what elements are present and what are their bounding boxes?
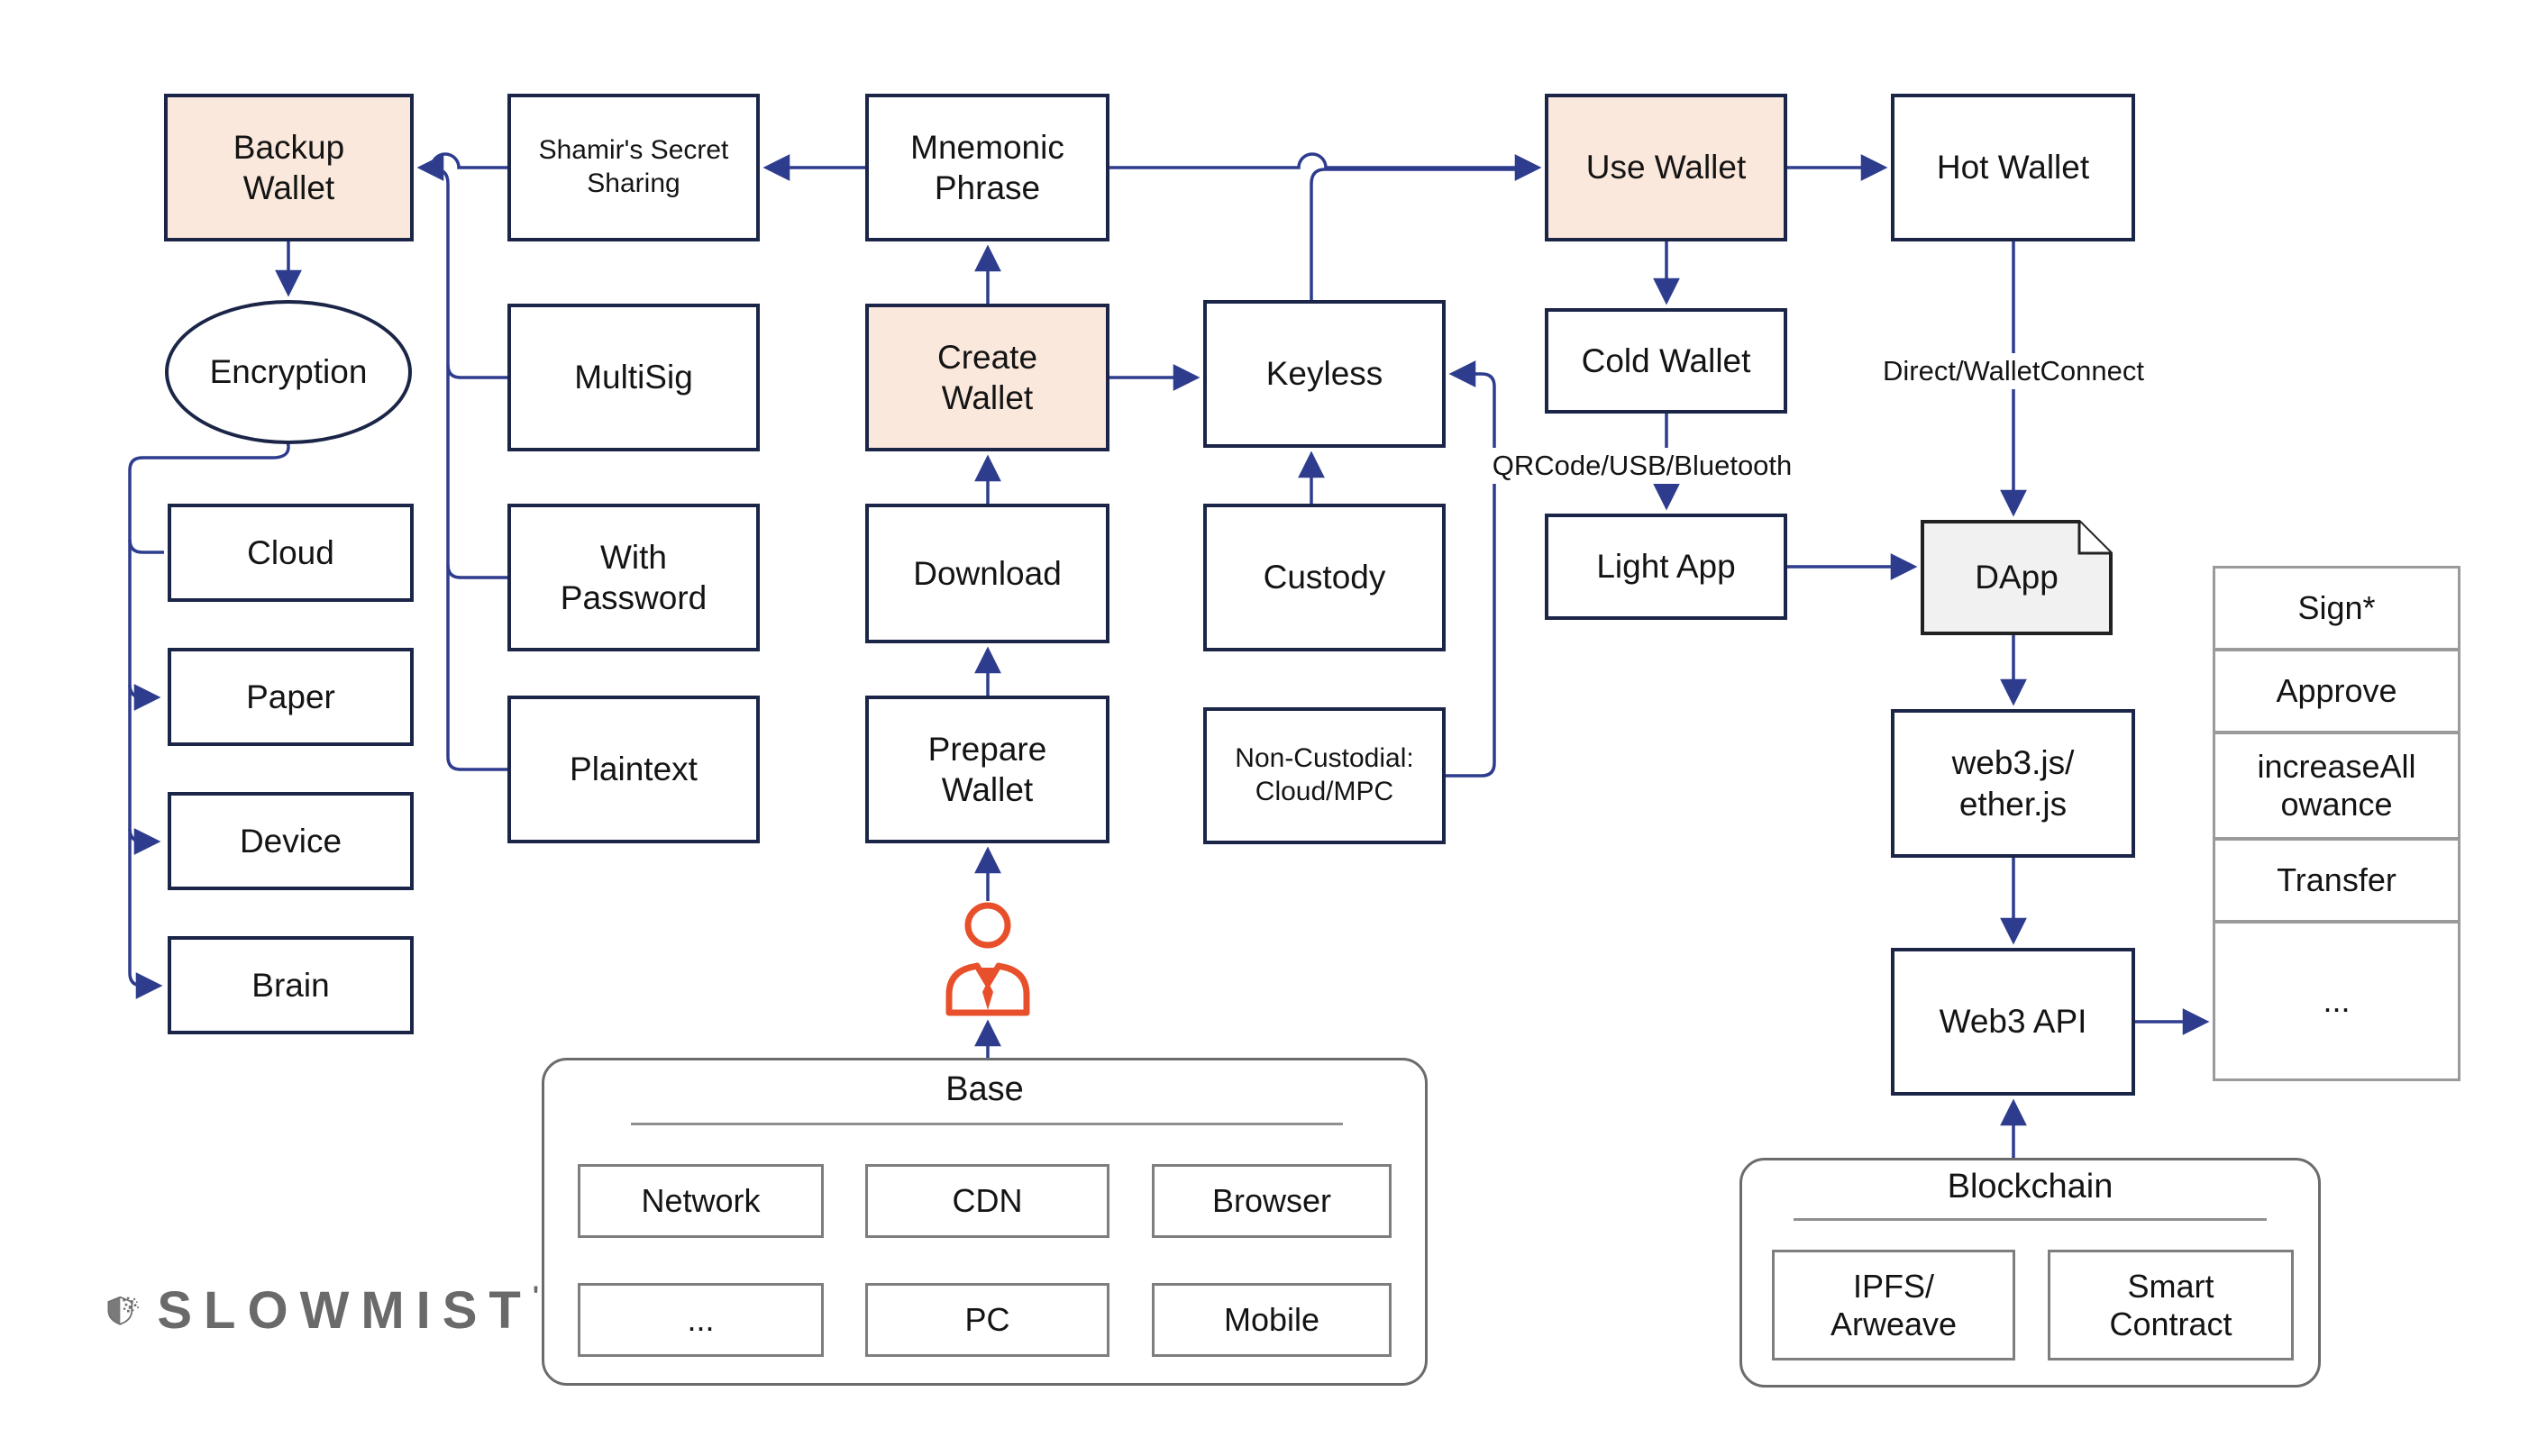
person-icon [945,902,1030,1016]
node-cloud: Cloud [168,504,414,602]
logo-text: SLOWMIST [157,1281,533,1340]
edge-keyless-to-use-wallet [1310,168,1532,300]
blockchain-cell-ipfs-arweave: IPFS/ Arweave [1772,1250,2015,1360]
list-item-increaseallowance: increaseAll owance [2213,732,2460,840]
edge-with-password-stub [446,564,507,579]
function-list: Sign* Approve increaseAll owance Transfe… [2213,566,2460,1081]
node-web3-api: Web3 API [1891,948,2135,1096]
node-download: Download [865,504,1109,643]
node-encryption: Encryption [165,300,412,444]
shield-icon [107,1296,139,1325]
edge-mnemonic-to-use-wallet [1109,152,1542,181]
edge-trunk-to-device [128,828,161,855]
node-dapp: DApp [1921,520,2113,635]
node-create-wallet: Create Wallet [865,304,1109,451]
base-cell-more: ... [578,1283,824,1357]
node-paper: Paper [168,648,414,746]
edge-encryption-trunk-to-brain [128,438,290,999]
edge-label-qrcode-usb-bluetooth: QRCode/USB/Bluetooth [1483,448,1802,484]
edge-multisig-stub [446,364,507,379]
node-brain: Brain [168,936,414,1034]
node-web3js-etherjs: web3.js/ ether.js [1891,709,2135,858]
base-cell-cdn: CDN [865,1164,1109,1238]
node-light-app: Light App [1545,514,1787,620]
node-non-custodial: Non-Custodial: Cloud/MPC [1203,707,1446,844]
node-prepare-wallet: Prepare Wallet [865,696,1109,843]
base-cell-mobile: Mobile [1152,1283,1392,1357]
list-item-transfer: Transfer [2213,838,2460,923]
node-plaintext: Plaintext [507,696,760,843]
base-title: Base [945,1070,1024,1108]
blockchain-title: Blockchain [1947,1168,2113,1206]
node-cold-wallet: Cold Wallet [1545,308,1787,414]
node-mnemonic-phrase: Mnemonic Phrase [865,94,1109,241]
edge-collector-backup-methods [425,168,507,771]
list-item-approve: Approve [2213,649,2460,733]
edge-shamir-to-backup-wallet [416,152,507,181]
node-backup-wallet: Backup Wallet [164,94,414,241]
node-device: Device [168,792,414,890]
node-keyless: Keyless [1203,300,1446,448]
base-cell-browser: Browser [1152,1164,1392,1238]
base-cell-pc: PC [865,1283,1109,1357]
node-custody: Custody [1203,504,1446,651]
edge-label-direct-walletconnect: Direct/WalletConnect [1873,353,2154,389]
node-use-wallet: Use Wallet [1545,94,1787,241]
list-item-sign: Sign* [2213,566,2460,651]
base-separator [631,1123,1343,1125]
node-hot-wallet: Hot Wallet [1891,94,2135,241]
document-shape-icon [1921,520,2113,635]
blockchain-cell-smart-contract: Smart Contract [2048,1250,2294,1360]
edge-noncustodial-to-keyless [1446,360,1496,778]
edge-trunk-to-paper [128,684,161,711]
list-item-more: ... [2213,921,2460,1081]
node-shamirs-secret-sharing: Shamir's Secret Sharing [507,94,760,241]
node-multisig: MultiSig [507,304,760,451]
blockchain-separator [1794,1218,2267,1221]
logo-mark: ' [532,1280,539,1311]
node-dapp-label: DApp [1975,559,2059,596]
slowmist-logo: SLOWMIST' [106,1254,539,1367]
edge-trunk-to-cloud [128,539,164,554]
base-cell-network: Network [578,1164,824,1238]
node-with-password: With Password [507,504,760,651]
